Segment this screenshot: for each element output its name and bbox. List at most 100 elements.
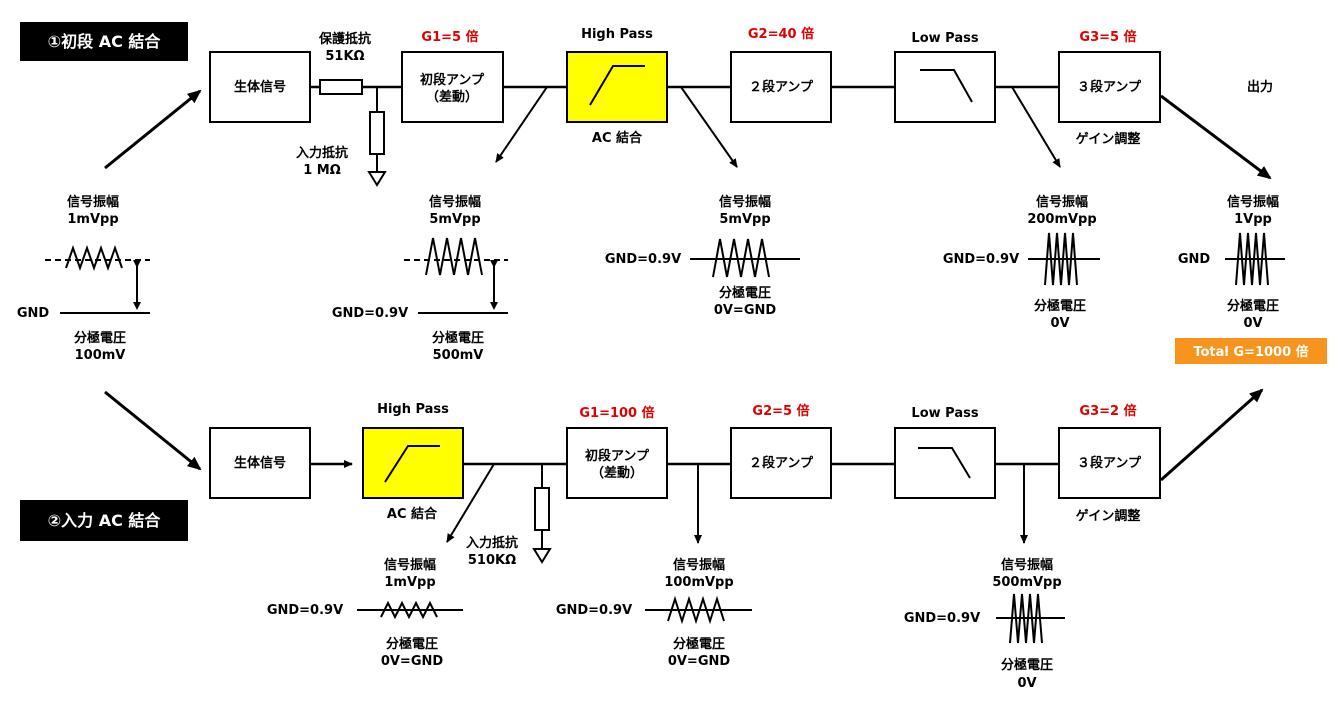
svg-text:初段アンプ: 初段アンプ [585, 448, 650, 464]
ac-coupling-label-top: AC 結合 [592, 130, 643, 146]
arrow-to-bottom-chain [104, 390, 202, 471]
highpass-block-top [566, 51, 668, 123]
svg-text:GND=0.9V: GND=0.9V [332, 306, 408, 321]
output-label: 出力 [1247, 79, 1273, 95]
svg-text:（差動）: （差動） [591, 465, 643, 481]
svg-text:信号振幅: 信号振幅 [1001, 557, 1053, 573]
first-amp-block-top: 初段アンプ （差動） [401, 51, 504, 123]
third-amp-block-top: ３段アンプ [1058, 51, 1161, 123]
signal-after-amp1-bottom: 信号振幅 100mVpp GND=0.9V 分極電圧 0V=GND [556, 557, 752, 669]
svg-text:２段アンプ: ２段アンプ [749, 455, 814, 471]
gain2-bottom: G2=5 倍 [752, 403, 809, 419]
second-amp-block-top: ２段アンプ [730, 51, 832, 123]
signal-output-top: 信号振幅 1Vpp GND 分極電圧 0V [1178, 194, 1285, 331]
svg-text:0V: 0V [1243, 316, 1262, 331]
input-resistor-symbol [369, 111, 385, 155]
svg-text:信号振幅: 信号振幅 [384, 557, 436, 573]
svg-text:信号振幅: 信号振幅 [429, 194, 481, 210]
svg-text:GND=0.9V: GND=0.9V [904, 611, 980, 626]
svg-text:100mVpp: 100mVpp [664, 575, 733, 590]
highpass-label-bottom: High Pass [377, 402, 449, 417]
svg-text:GND=0.9V: GND=0.9V [556, 603, 632, 618]
svg-text:GND: GND [1178, 252, 1211, 267]
signal-after-amp1-top: 信号振幅 5mVpp GND=0.9V 分極電圧 500mV [332, 194, 508, 363]
ground-symbol [367, 171, 387, 187]
svg-text:（差動）: （差動） [426, 89, 478, 105]
svg-text:分極電圧: 分極電圧 [1001, 657, 1053, 673]
lowpass-block-bottom [894, 427, 996, 499]
ground-symbol-bottom [532, 548, 552, 564]
gain1-top: G1=5 倍 [421, 29, 478, 45]
signal-after-highpass-bottom: 信号振幅 1mVpp GND=0.9V 分極電圧 0V=GND [267, 557, 463, 669]
svg-text:0V: 0V [1017, 676, 1036, 691]
arrow-to-top-chain [104, 89, 202, 170]
gain3-bottom: G3=2 倍 [1079, 403, 1136, 419]
svg-text:5mVpp: 5mVpp [719, 212, 770, 227]
gain-adjust-label-bottom: ゲイン調整 [1076, 508, 1142, 524]
lowpass-block-top [894, 51, 996, 123]
svg-text:②入力 AC 結合: ②入力 AC 結合 [48, 511, 162, 530]
arrow-bottom-output [1160, 388, 1264, 482]
second-amp-block-bottom: ２段アンプ [730, 427, 832, 499]
arrow-top-output [1160, 94, 1272, 180]
svg-text:分極電圧: 分極電圧 [386, 636, 438, 652]
svg-text:200mVpp: 200mVpp [1027, 212, 1096, 227]
total-gain-badge: Total G=1000 倍 [1175, 338, 1327, 364]
gain-adjust-label-top: ゲイン調整 [1076, 131, 1142, 147]
svg-text:初段アンプ: 初段アンプ [420, 72, 485, 88]
svg-text:5mVpp: 5mVpp [429, 212, 480, 227]
svg-text:GND: GND [17, 306, 50, 321]
svg-text:0V: 0V [1050, 316, 1069, 331]
svg-text:分極電圧: 分極電圧 [1034, 298, 1086, 314]
protection-resistor-value: 51KΩ [325, 49, 364, 64]
input-resistor-label-bottom: 入力抵抗 [466, 535, 518, 551]
protection-resistor-symbol [319, 79, 363, 95]
svg-text:分極電圧: 分極電圧 [432, 330, 484, 346]
input-resistor-label: 入力抵抗 [296, 145, 348, 161]
svg-text:分極電圧: 分極電圧 [1227, 298, 1279, 314]
svg-text:1mVpp: 1mVpp [67, 212, 118, 227]
svg-text:生体信号: 生体信号 [234, 79, 286, 95]
input-resistor-value-bottom: 510KΩ [468, 553, 516, 568]
svg-text:0V=GND: 0V=GND [714, 303, 777, 318]
svg-text:信号振幅: 信号振幅 [1036, 194, 1088, 210]
svg-text:GND=0.9V: GND=0.9V [943, 252, 1019, 267]
first-amp-block-bottom: 初段アンプ （差動） [566, 427, 668, 499]
svg-text:信号振幅: 信号振幅 [67, 194, 119, 210]
svg-text:分極電圧: 分極電圧 [74, 330, 126, 346]
ac-coupling-label-bottom: AC 結合 [387, 506, 438, 522]
protection-resistor-label: 保護抵抗 [318, 31, 371, 47]
signal-after-lowpass-top: 信号振幅 200mVpp GND=0.9V 分極電圧 0V [943, 194, 1100, 331]
gain3-top: G3=5 倍 [1079, 29, 1136, 45]
svg-text:1Vpp: 1Vpp [1234, 212, 1272, 227]
section2-title: ②入力 AC 結合 [20, 500, 188, 541]
svg-text:GND=0.9V: GND=0.9V [605, 252, 681, 267]
svg-text:生体信号: 生体信号 [234, 455, 286, 471]
highpass-block-bottom [362, 427, 464, 499]
svg-text:1mVpp: 1mVpp [384, 575, 435, 590]
svg-text:Total G=1000 倍: Total G=1000 倍 [1193, 344, 1308, 360]
third-amp-block-bottom: ３段アンプ [1058, 427, 1161, 499]
svg-text:３段アンプ: ３段アンプ [1077, 79, 1142, 95]
section1-title: ①初段 AC 結合 [20, 22, 188, 61]
lowpass-label-top: Low Pass [911, 31, 978, 46]
svg-text:分極電圧: 分極電圧 [719, 285, 771, 301]
signal-input-top: 信号振幅 1mVpp GND 分極電圧 100mV [17, 194, 150, 363]
input-resistor-value: 1 MΩ [303, 163, 341, 178]
svg-text:0V=GND: 0V=GND [381, 654, 444, 669]
svg-text:①初段 AC 結合: ①初段 AC 結合 [48, 32, 162, 51]
bio-signal-block-bottom: 生体信号 [209, 427, 311, 499]
lowpass-label-bottom: Low Pass [911, 406, 978, 421]
svg-text:GND=0.9V: GND=0.9V [267, 603, 343, 618]
signal-after-lowpass-bottom: 信号振幅 500mVpp GND=0.9V 分極電圧 0V [904, 557, 1065, 691]
svg-text:0V=GND: 0V=GND [668, 654, 731, 669]
svg-text:500mVpp: 500mVpp [992, 575, 1061, 590]
svg-text:分極電圧: 分極電圧 [673, 636, 725, 652]
gain2-top: G2=40 倍 [748, 26, 814, 42]
highpass-label-top: High Pass [581, 27, 653, 42]
svg-text:信号振幅: 信号振幅 [719, 194, 771, 210]
svg-text:信号振幅: 信号振幅 [1227, 194, 1279, 210]
signal-after-highpass-top: 信号振幅 5mVpp GND=0.9V 分極電圧 0V=GND [605, 194, 800, 318]
svg-text:３段アンプ: ３段アンプ [1077, 455, 1142, 471]
